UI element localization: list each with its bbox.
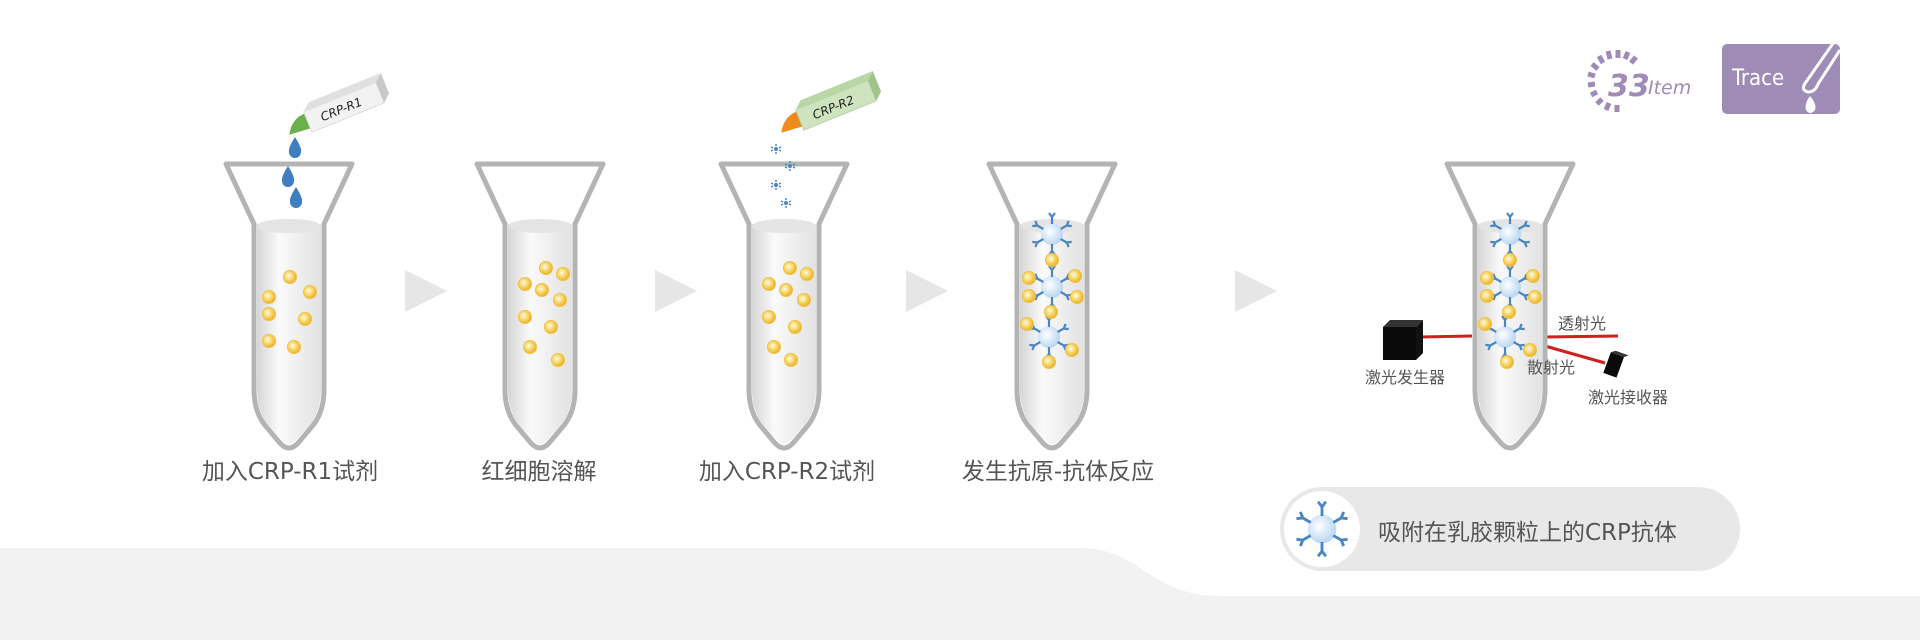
tube-step-2 xyxy=(477,164,603,448)
drops xyxy=(281,137,303,208)
item-count-badge: 33 Item xyxy=(1580,42,1700,118)
step-arrow-icon xyxy=(1235,270,1277,312)
tube-step-4 xyxy=(989,164,1115,448)
step-label-2: 红细胞溶解 xyxy=(481,459,597,485)
legend-latex-antibody: 吸附在乳胶颗粒上的CRP抗体 xyxy=(1280,487,1740,571)
laser-receiver-icon xyxy=(1603,350,1629,378)
pipette-icon xyxy=(1801,44,1840,113)
legend-icon-circle xyxy=(1284,491,1360,567)
transmitted-light-label: 透射光 xyxy=(1558,314,1607,333)
step-arrow-icon xyxy=(655,270,697,312)
laser-emitter-icon xyxy=(1383,320,1423,360)
laser-beams xyxy=(1419,334,1619,365)
step-label-4: 发生抗原-抗体反应 xyxy=(961,459,1155,485)
latex-antibody-icon xyxy=(1284,491,1360,567)
item-count: 33 xyxy=(1608,69,1650,104)
legend-text: 吸附在乳胶颗粒上的CRP抗体 xyxy=(1378,520,1677,546)
trace-badge: Trace xyxy=(1722,44,1840,114)
reagent-r2-stick: CRP-R2 xyxy=(781,71,882,133)
step-label-3: 加入CRP-R2试剂 xyxy=(698,459,876,485)
laser-emitter-label: 激光发生器 xyxy=(1365,368,1446,387)
reagent-r1-stick: CRP-R1 xyxy=(289,73,390,135)
scattered-light-label: 散射光 xyxy=(1527,358,1576,377)
latex-particles-falling xyxy=(770,143,796,209)
trace-label: Trace xyxy=(1732,66,1785,91)
step-arrow-icon xyxy=(405,270,447,312)
laser-receiver-label: 激光接收器 xyxy=(1588,388,1669,407)
step-arrow-icon xyxy=(906,270,948,312)
tube-measurement xyxy=(1447,164,1573,448)
tube-step-1 xyxy=(226,164,352,448)
background-band xyxy=(0,548,1920,640)
tube-step-3 xyxy=(721,164,847,448)
item-label: Item xyxy=(1648,77,1691,99)
step-label-1: 加入CRP-R1试剂 xyxy=(201,459,379,485)
progress-ring-icon: 33 Item xyxy=(1587,50,1691,112)
